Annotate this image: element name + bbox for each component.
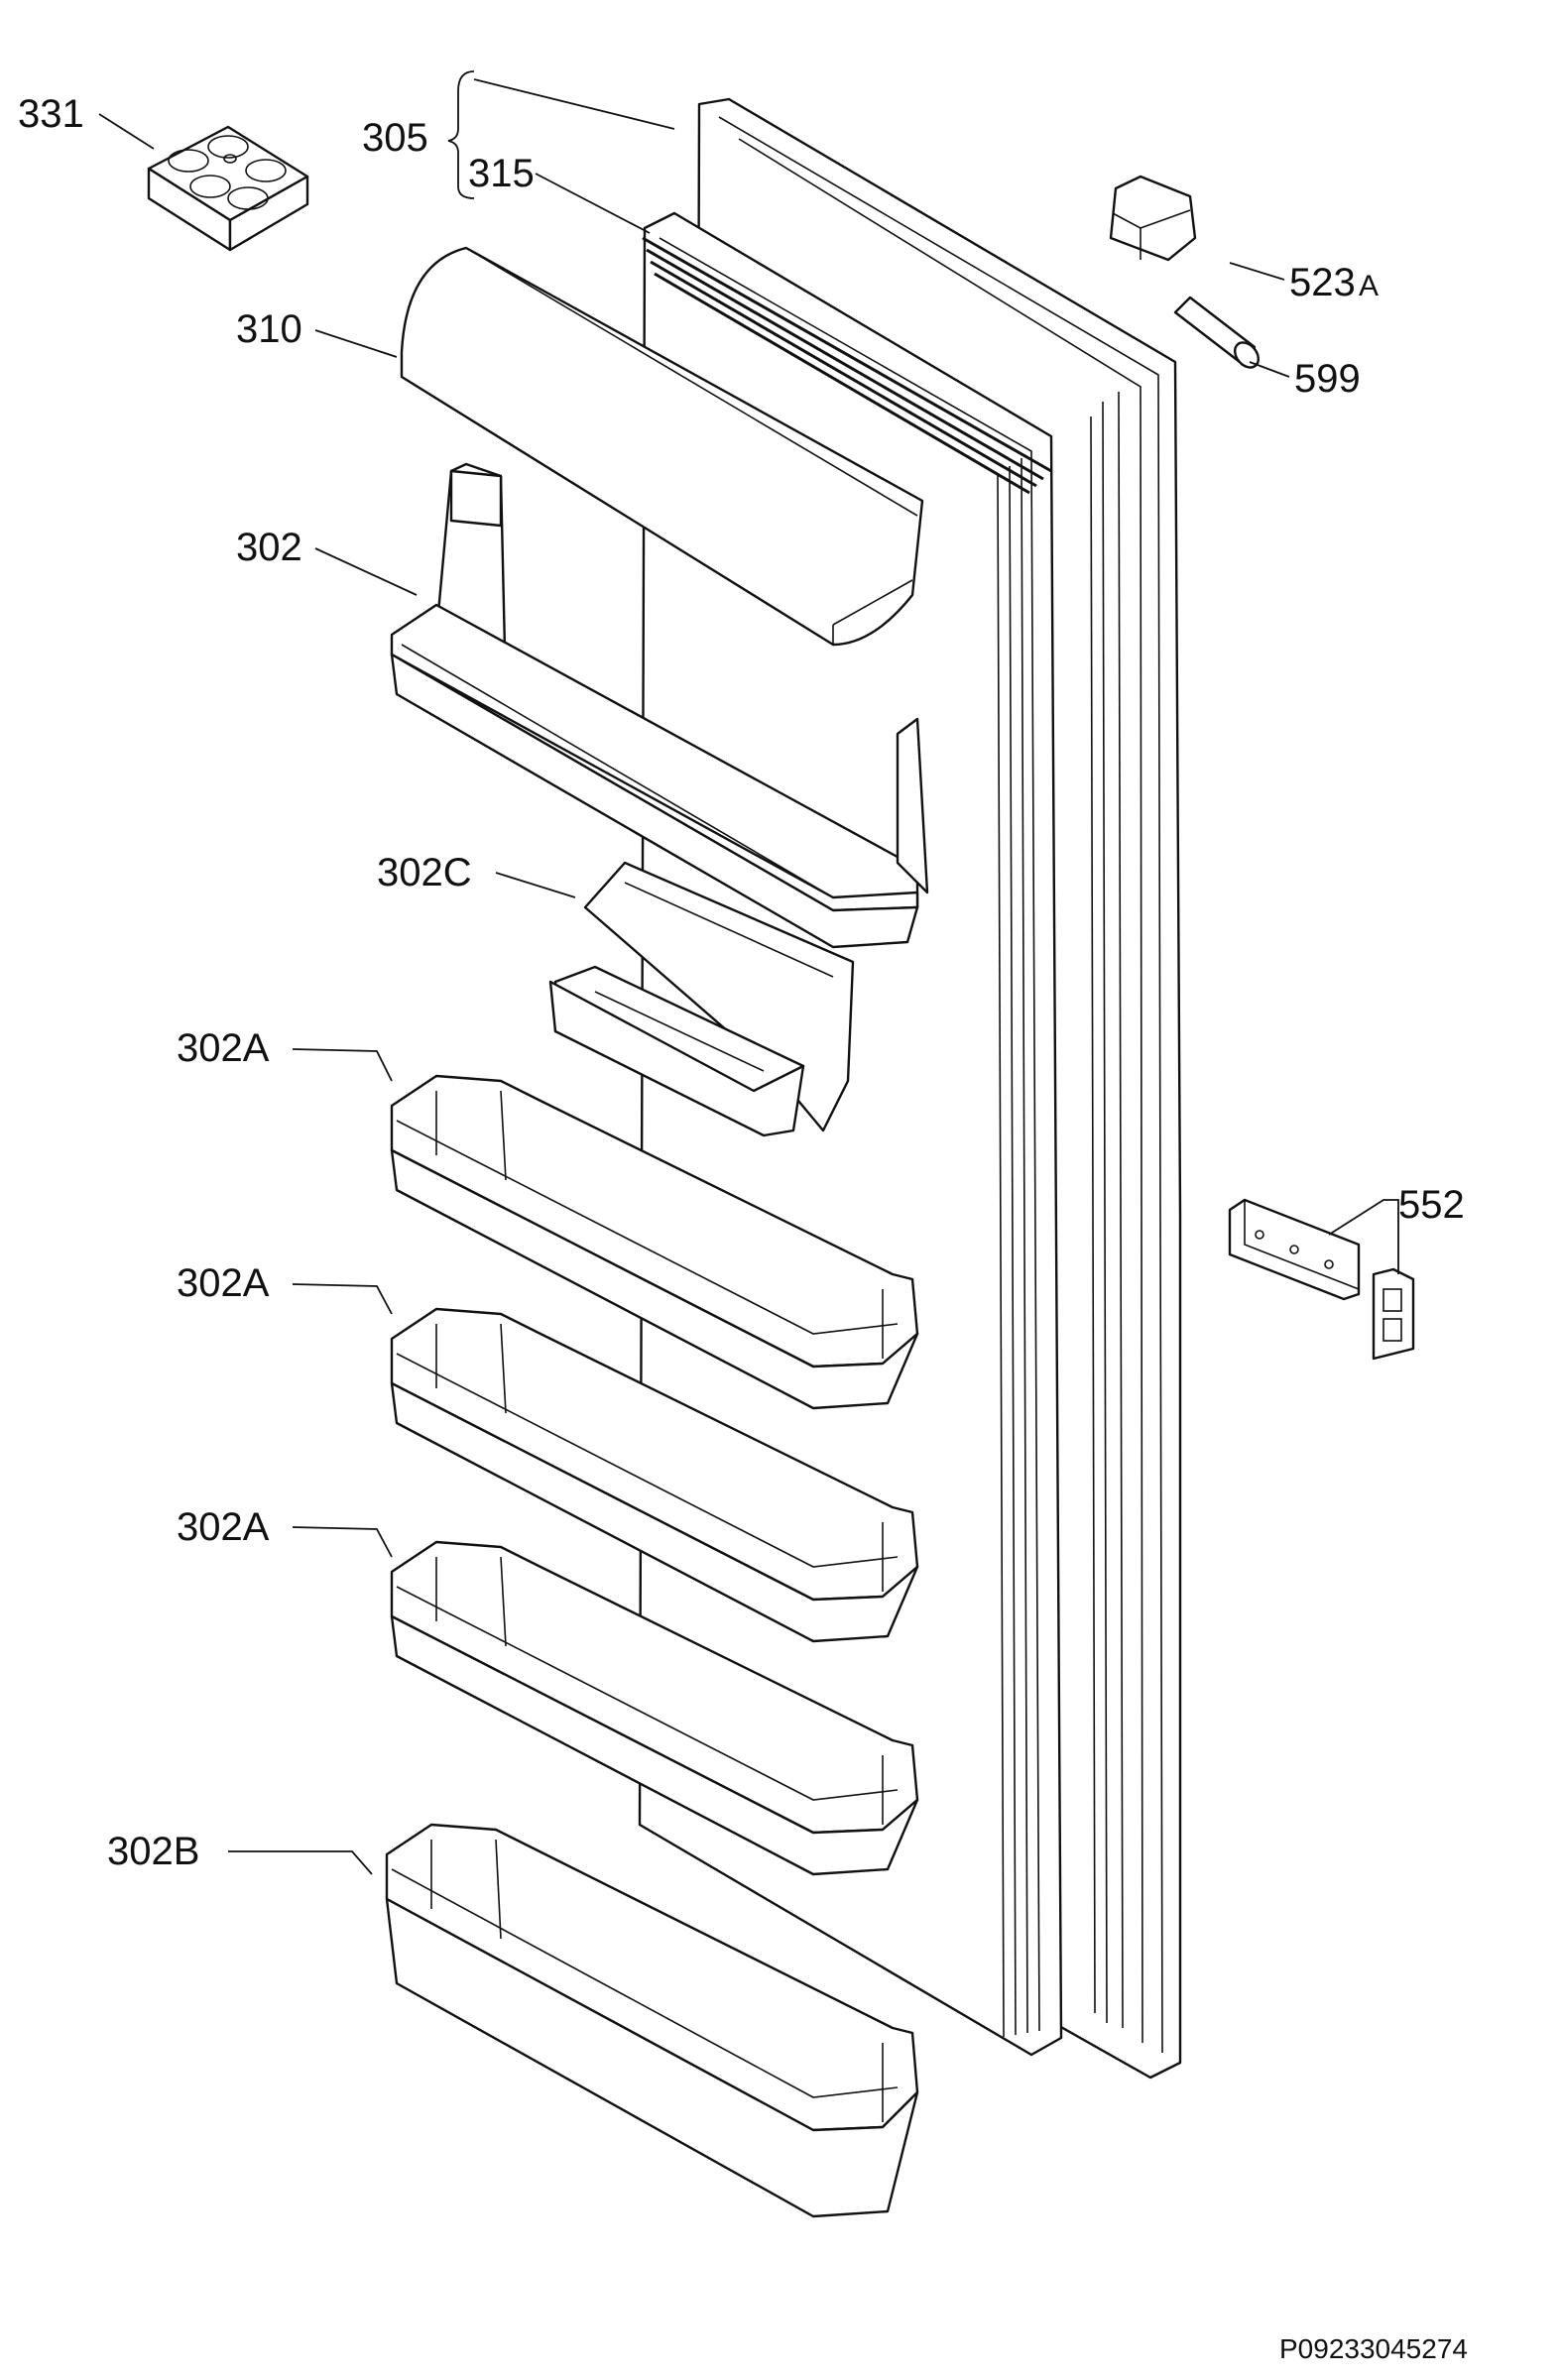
label-552: 552 — [1398, 1183, 1465, 1227]
door-shelf-302a-2 — [390, 1307, 919, 1643]
label-302c: 302C — [377, 851, 472, 894]
label-523: 523 — [1289, 261, 1356, 304]
part-labels: 331 305 315 310 302 302C 302A 302A 302A … — [18, 92, 1468, 2364]
door-shelf-302a-3 — [390, 1540, 919, 1876]
door-shelf-302b — [385, 1823, 919, 2218]
door-shelf-302c — [548, 861, 855, 1137]
label-302a-3: 302A — [177, 1505, 270, 1549]
hinge-cover — [1109, 175, 1197, 262]
label-599: 599 — [1294, 357, 1361, 401]
label-302b: 302B — [107, 1830, 199, 1873]
label-310: 310 — [236, 307, 302, 351]
label-523-suffix: A — [1359, 270, 1379, 302]
door-shelf-302a-1 — [390, 1074, 919, 1410]
handle-bracket — [1228, 1198, 1415, 1361]
label-305: 305 — [362, 116, 428, 160]
label-302: 302 — [236, 526, 302, 569]
door-gasket — [642, 236, 1052, 495]
egg-tray — [147, 125, 309, 252]
label-302a-2: 302A — [177, 1261, 270, 1305]
hinge-pin — [1173, 296, 1261, 369]
label-302a-1: 302A — [177, 1026, 270, 1070]
shelf-cover — [400, 246, 924, 647]
reference-code: P09233045274 — [1279, 2333, 1468, 2364]
label-315: 315 — [468, 152, 535, 195]
leader-lines — [98, 70, 1399, 1875]
label-331: 331 — [18, 92, 84, 136]
door-shelf-302 — [390, 462, 929, 949]
